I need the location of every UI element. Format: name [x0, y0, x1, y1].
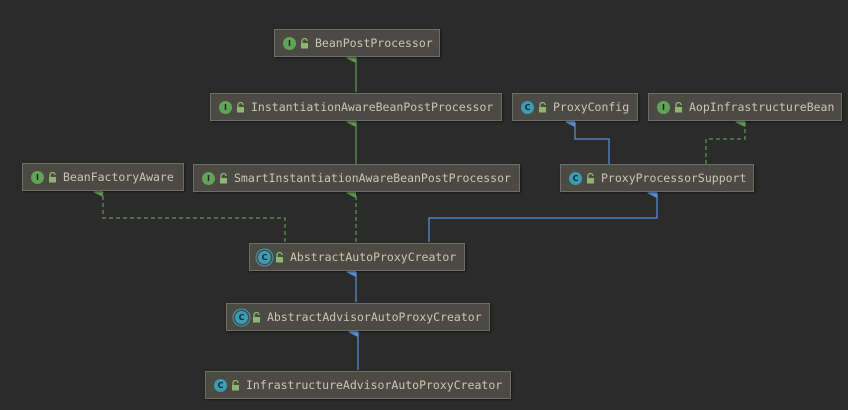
node-bean-post-processor[interactable]: I BeanPostProcessor: [274, 29, 440, 57]
node-bean-factory-aware[interactable]: I BeanFactoryAware: [22, 163, 184, 191]
node-label: AopInfrastructureBean: [689, 100, 835, 114]
edge-proxy-processor-support-to-aop-infrastructure-bean: [705, 117, 746, 164]
edge-proxy-processor-support-to-proxy-config: [565, 117, 610, 164]
abstract-class-icon: C: [235, 310, 248, 324]
unlocked-icon: [49, 171, 56, 182]
node-instantiation-aware-bean-post-processor[interactable]: I InstantiationAwareBeanPostProcessor: [210, 93, 502, 121]
interface-icon: I: [31, 170, 44, 184]
node-abstract-advisor-auto-proxy-creator[interactable]: C AbstractAdvisorAutoProxyCreator: [226, 303, 490, 331]
unlocked-icon: [587, 172, 594, 183]
node-proxy-config[interactable]: C ProxyConfig: [512, 93, 638, 121]
node-label: BeanFactoryAware: [63, 170, 174, 184]
node-label: AbstractAutoProxyCreator: [290, 250, 457, 264]
unlocked-icon: [237, 101, 244, 112]
unlocked-icon: [539, 101, 546, 112]
node-label: AbstractAdvisorAutoProxyCreator: [267, 310, 482, 324]
node-aop-infrastructure-bean[interactable]: I AopInfrastructureBean: [648, 93, 842, 121]
abstract-class-icon: C: [258, 250, 271, 264]
node-abstract-auto-proxy-creator[interactable]: C AbstractAutoProxyCreator: [249, 243, 465, 271]
edge-abstract-auto-proxy-creator-to-bean-factory-aware: [93, 187, 286, 242]
class-icon: C: [569, 171, 582, 185]
class-icon: C: [521, 100, 534, 114]
node-label: ProxyConfig: [553, 100, 630, 114]
node-label: ProxyProcessorSupport: [601, 171, 747, 185]
interface-icon: I: [219, 100, 232, 114]
node-label: BeanPostProcessor: [315, 36, 433, 50]
interface-icon: I: [657, 100, 670, 114]
node-infrastructure-advisor-auto-proxy-creator[interactable]: C InfrastructureAdvisorAutoProxyCreator: [205, 371, 511, 399]
unlocked-icon: [253, 311, 260, 322]
node-smart-instantiation-aware-bean-post-processor[interactable]: I SmartInstantiationAwareBeanPostProcess…: [193, 164, 520, 192]
unlocked-icon: [276, 251, 283, 262]
interface-icon: I: [283, 36, 296, 50]
node-label: InfrastructureAdvisorAutoProxyCreator: [246, 378, 503, 392]
node-proxy-processor-support[interactable]: C ProxyProcessorSupport: [560, 164, 754, 192]
class-icon: C: [214, 378, 227, 392]
unlocked-icon: [675, 101, 682, 112]
interface-icon: I: [202, 171, 215, 185]
edge-abstract-auto-proxy-creator-to-proxy-processor-support: [428, 188, 658, 242]
unlocked-icon: [220, 172, 227, 183]
node-label: SmartInstantiationAwareBeanPostProcessor: [234, 171, 511, 185]
node-label: InstantiationAwareBeanPostProcessor: [251, 100, 494, 114]
unlocked-icon: [301, 37, 308, 48]
unlocked-icon: [232, 379, 239, 390]
